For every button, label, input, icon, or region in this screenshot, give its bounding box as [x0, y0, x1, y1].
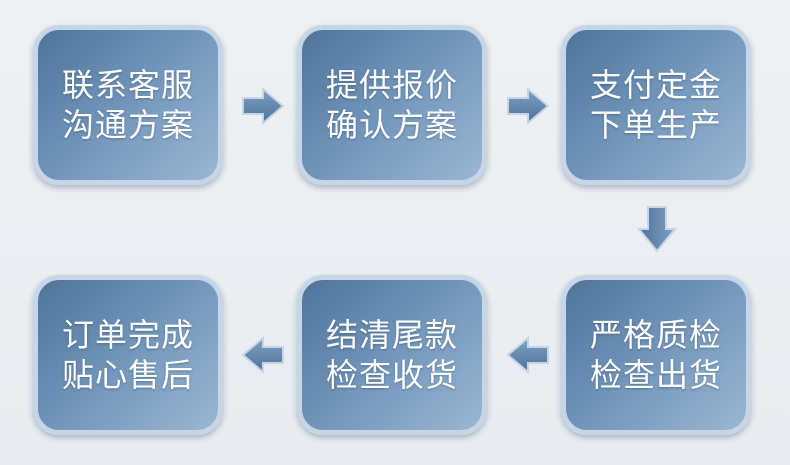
step-subtitle: 下单生产 [589, 106, 722, 144]
step-box-final-payment: 结清尾款 检查收货 [297, 275, 487, 435]
step-box-order-complete: 订单完成 贴心售后 [33, 275, 223, 435]
step-subtitle: 沟通方案 [61, 106, 194, 144]
step-subtitle: 检查出货 [589, 356, 722, 394]
step-title: 联系客服 [61, 66, 194, 104]
step-subtitle: 确认方案 [325, 106, 458, 144]
step-title: 严格质检 [589, 316, 722, 354]
arrow-left-icon [506, 336, 550, 374]
arrow-right-icon [506, 87, 550, 125]
step-box-contact-service: 联系客服 沟通方案 [33, 25, 223, 185]
arrow-left-icon [241, 336, 285, 374]
step-title: 结清尾款 [325, 316, 458, 354]
step-box-deposit: 支付定金 下单生产 [561, 25, 751, 185]
step-box-quality-inspection: 严格质检 检查出货 [561, 275, 751, 435]
step-box-quotation: 提供报价 确认方案 [297, 25, 487, 185]
step-title: 提供报价 [325, 66, 458, 104]
arrow-down-icon [637, 205, 677, 253]
step-subtitle: 检查收货 [325, 356, 458, 394]
step-title: 支付定金 [589, 66, 722, 104]
step-subtitle: 贴心售后 [61, 356, 194, 394]
arrow-right-icon [241, 87, 285, 125]
step-title: 订单完成 [61, 316, 194, 354]
